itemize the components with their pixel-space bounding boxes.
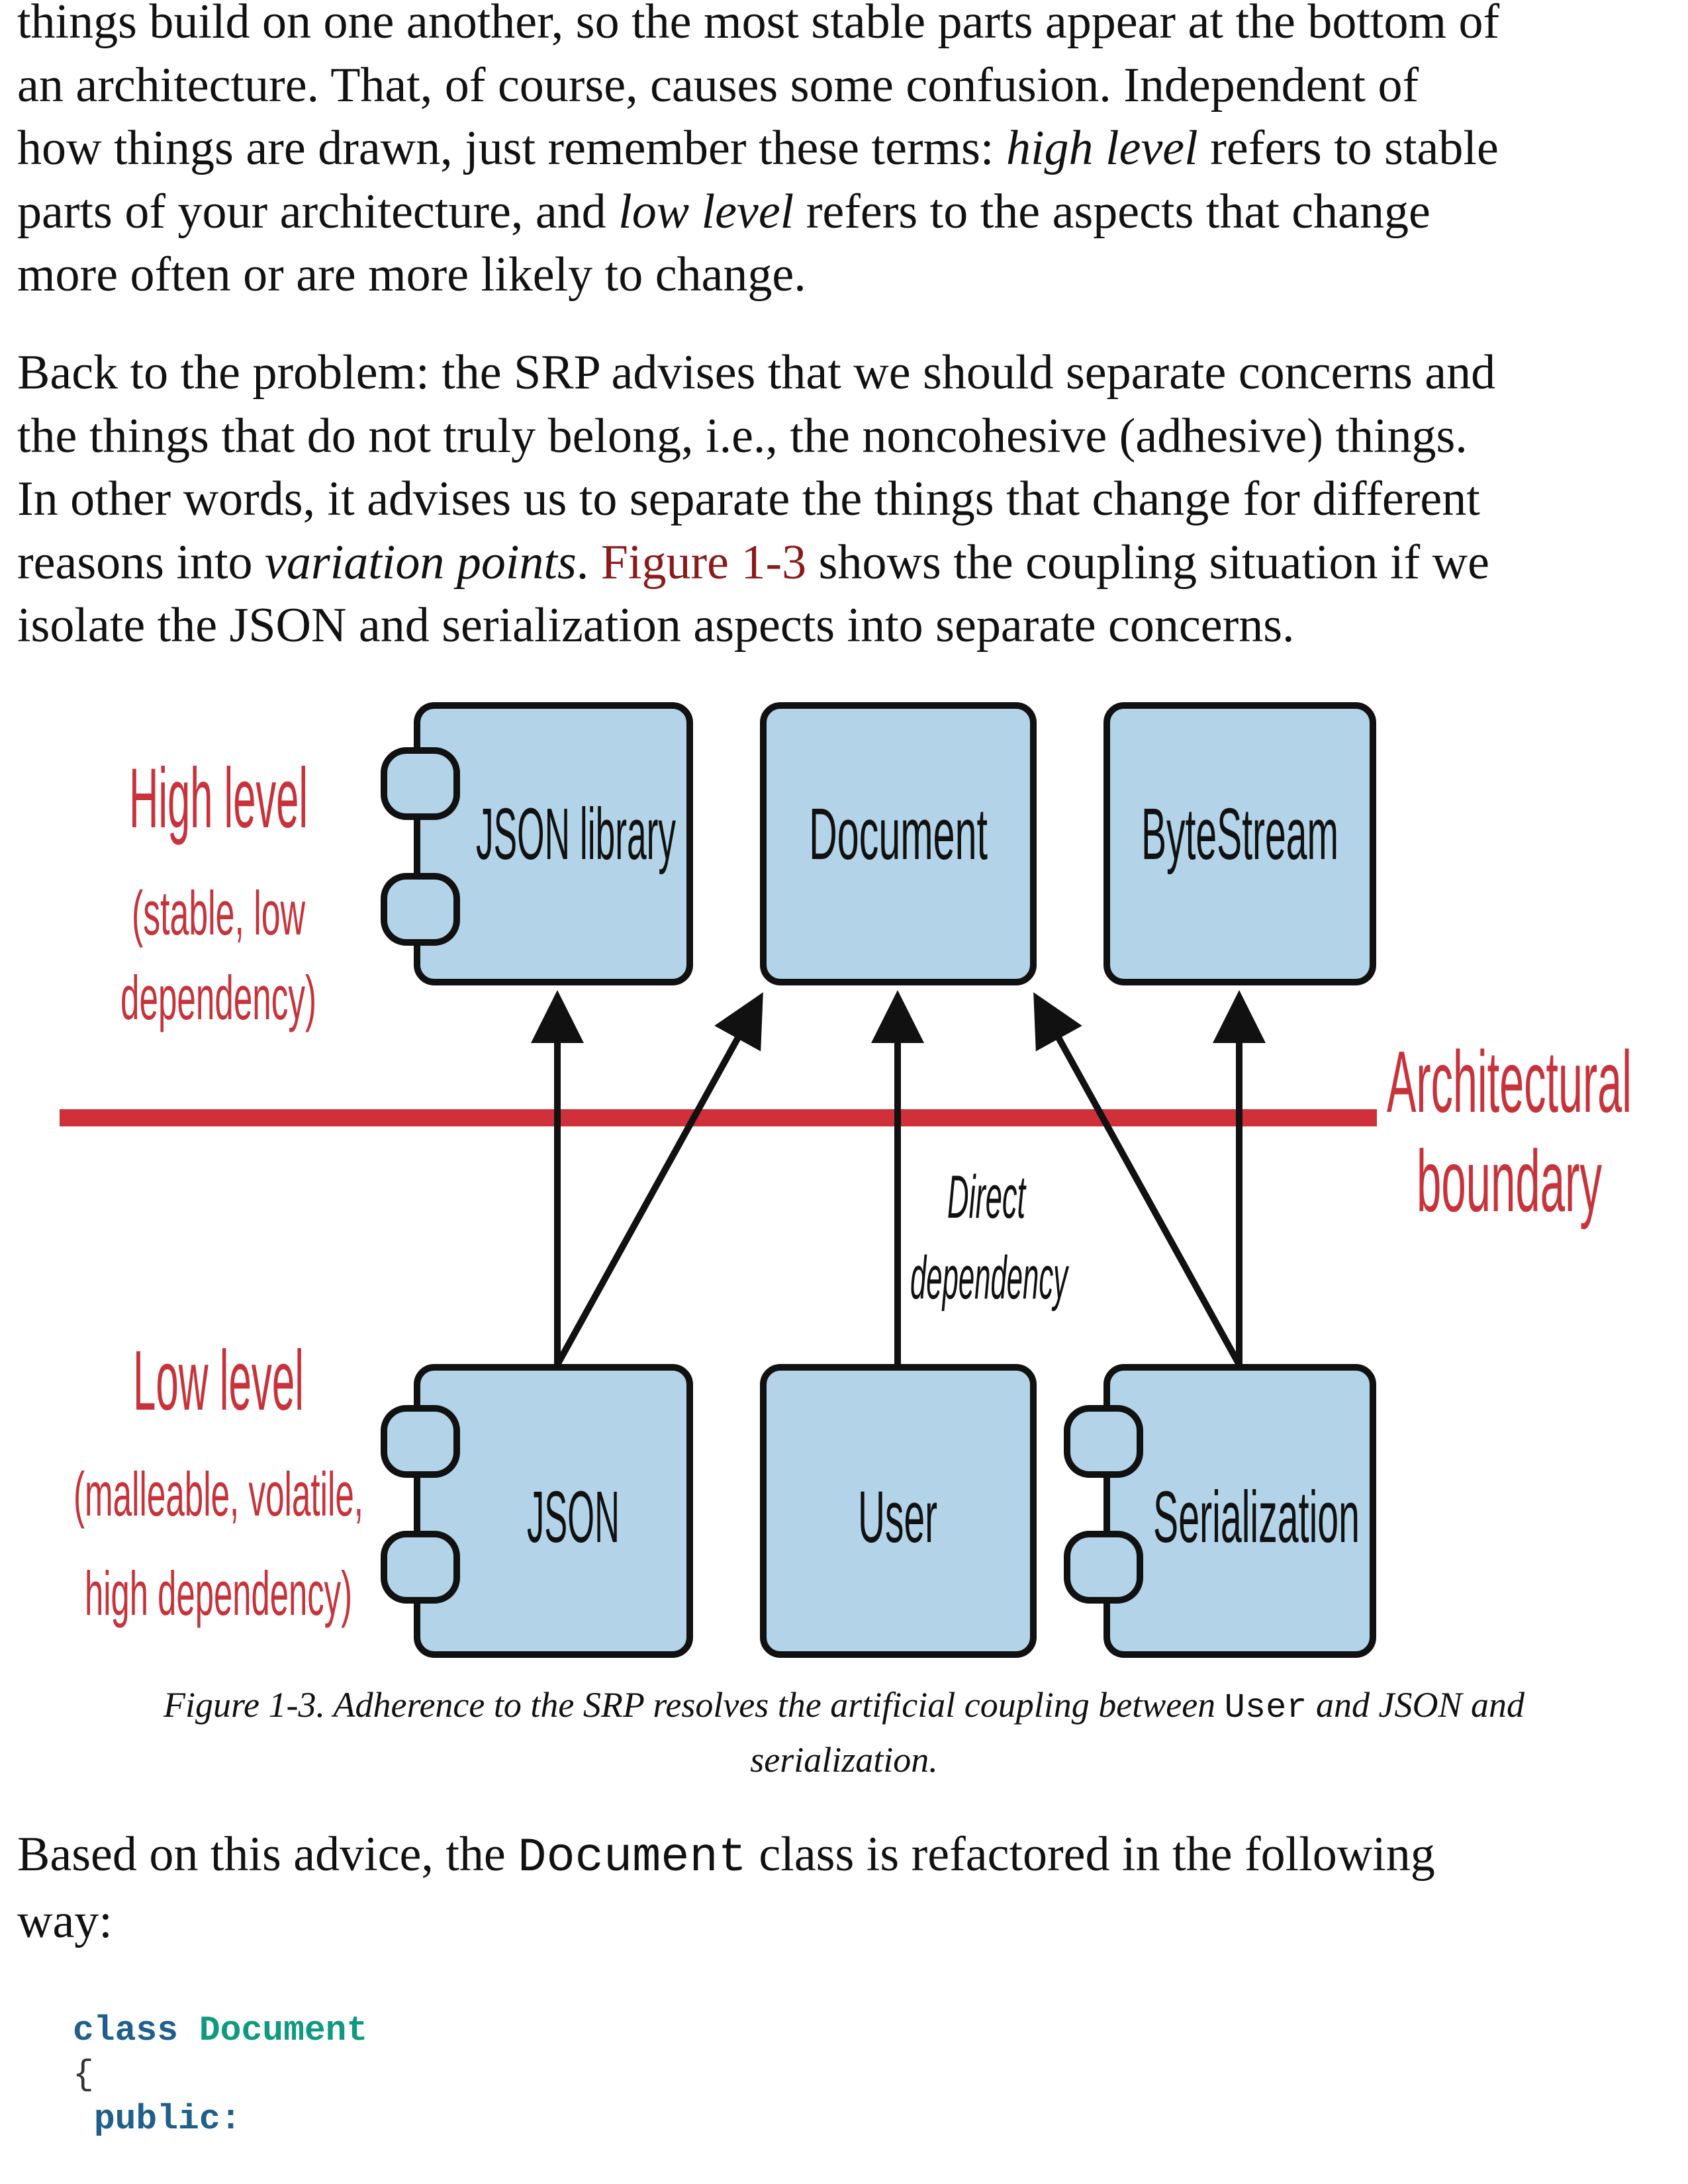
paragraph-line: an architecture. That, of course, causes…	[17, 58, 1419, 113]
component-label: JSON	[527, 1477, 620, 1558]
paragraph-line: reasons into variation points. Figure 1-…	[17, 531, 1672, 595]
component-port	[381, 873, 460, 946]
component-port	[381, 1531, 460, 1604]
component-json: JSON	[381, 1364, 693, 1658]
high-level-subtitle: dependency)	[120, 963, 316, 1032]
paragraph-line: more often or are more likely to change.	[17, 248, 806, 302]
paragraph-srp: Back to the problem: the SRP advises tha…	[17, 341, 1672, 658]
paragraph-line: things build on one another, so the most…	[17, 0, 1500, 49]
text-segment: Based on this advice, the	[17, 1827, 518, 1882]
component-box	[760, 1364, 1037, 1658]
component-label: Serialization	[1153, 1477, 1360, 1558]
caption-line: Figure 1-3. Adherence to the SRP resolve…	[40, 1679, 1648, 1734]
component-box	[1103, 702, 1376, 985]
paragraph-levels: things build on one another, so the most…	[17, 0, 1672, 307]
component-port	[381, 747, 460, 820]
keyword-class: class	[73, 2011, 179, 2050]
text-segment: .	[576, 535, 601, 590]
component-box	[1103, 1364, 1376, 1658]
text-segment: refers to the aspects that change	[794, 184, 1430, 239]
component-label: User	[858, 1477, 937, 1558]
component-json-library: JSON library	[381, 702, 693, 985]
component-label: JSON library	[476, 794, 676, 875]
arrow-serialization-to-document	[1033, 992, 1243, 1367]
component-label: Document	[809, 794, 988, 875]
high-level-title: High level	[129, 751, 308, 846]
paragraph-line: how things are drawn, just remember thes…	[17, 117, 1672, 181]
low-level-title: Low level	[133, 1334, 304, 1428]
direct-dependency-line: dependency	[910, 1244, 1069, 1312]
code-user: User	[1224, 1688, 1307, 1727]
text-segment: and JSON and	[1307, 1685, 1524, 1725]
caption-line: serialization.	[750, 1740, 938, 1780]
text-segment: parts of your architecture, and	[17, 184, 619, 239]
code-listing: class Document { public:	[73, 2009, 367, 2142]
direct-dependency-label: Direct dependency	[910, 1163, 1069, 1312]
emphasis-variation-points: variation points	[265, 535, 577, 590]
paragraph-line: the things that do not truly belong, i.e…	[17, 408, 1468, 463]
high-level-label: High level (stable, low dependency)	[120, 751, 316, 1032]
architecture-figure: JSON library Document ByteStream JSON Us…	[60, 702, 1632, 1658]
component-box	[414, 702, 693, 985]
code-brace: {	[73, 2055, 94, 2095]
figure-link[interactable]: Figure 1-3	[600, 535, 807, 590]
text-segment: refers to stable	[1197, 121, 1499, 175]
component-port	[381, 1405, 460, 1478]
component-box	[414, 1364, 693, 1658]
low-level-subtitle: high dependency)	[85, 1559, 352, 1628]
component-document: Document	[760, 702, 1037, 985]
paragraph-line: In other words, it advises us to separat…	[17, 472, 1480, 526]
paragraph-line: isolate the JSON and serialization aspec…	[17, 598, 1295, 653]
text-segment: Figure 1-3. Adherence to the SRP resolve…	[164, 1685, 1225, 1725]
boundary-label-line: Architectural	[1387, 1033, 1632, 1130]
component-port	[1064, 1531, 1143, 1604]
text-segment: class is refactored in the following	[746, 1827, 1435, 1882]
high-level-subtitle: (stable, low	[132, 878, 306, 948]
text-segment: reasons into	[17, 535, 265, 590]
boundary-label-line: boundary	[1417, 1132, 1602, 1230]
emphasis-high-level: high level	[1006, 121, 1198, 175]
component-user: User	[760, 1364, 1037, 1658]
component-port	[1064, 1405, 1143, 1478]
low-level-label: Low level (malleable, volatile, high dep…	[73, 1334, 363, 1628]
paragraph-line: way:	[17, 1893, 113, 1948]
text-segment: shows the coupling situation if we	[806, 535, 1489, 590]
direct-dependency-line: Direct	[947, 1163, 1027, 1231]
code-document: Document	[518, 1831, 747, 1885]
component-label: ByteStream	[1141, 794, 1338, 875]
paragraph-line: parts of your architecture, and low leve…	[17, 181, 1672, 244]
text-segment: how things are drawn, just remember thes…	[17, 121, 1006, 175]
paragraph-refactor: Based on this advice, the Document class…	[17, 1823, 1672, 1953]
architectural-boundary-line	[60, 1109, 1377, 1126]
component-bytestream: ByteStream	[1103, 702, 1376, 985]
low-level-subtitle: (malleable, volatile,	[73, 1459, 363, 1529]
architectural-boundary-label: Architectural boundary	[1387, 1033, 1632, 1230]
paragraph-line: Based on this advice, the Document class…	[17, 1823, 1672, 1890]
component-box	[760, 702, 1037, 985]
keyword-public: public:	[93, 2099, 242, 2139]
figure-caption: Figure 1-3. Adherence to the SRP resolve…	[40, 1679, 1648, 1786]
component-serialization: Serialization	[1064, 1364, 1376, 1658]
class-name: Document	[199, 2011, 368, 2050]
emphasis-low-level: low level	[618, 184, 794, 239]
arrow-json-to-document	[554, 992, 763, 1367]
paragraph-line: Back to the problem: the SRP advises tha…	[17, 345, 1496, 400]
